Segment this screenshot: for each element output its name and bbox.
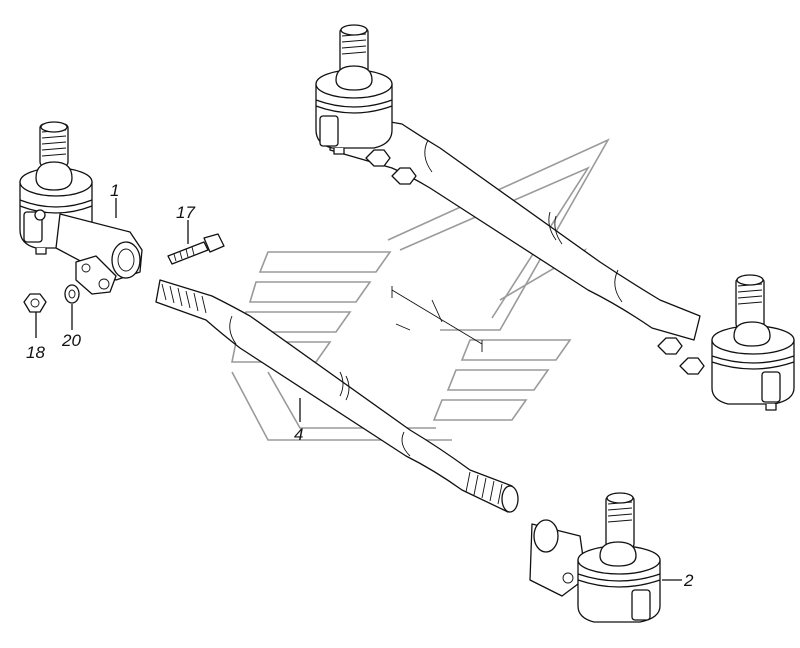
leader-lines [35, 198, 682, 581]
nut-18 [23, 293, 47, 313]
callout-labels: 1 2 4 17 18 20 [26, 181, 694, 590]
callout-17: 17 [176, 203, 195, 222]
callout-2: 2 [683, 571, 694, 590]
dimension-marks [391, 286, 483, 352]
ball-joint-2 [529, 492, 661, 623]
callout-20: 20 [61, 331, 81, 350]
watermark-logo [231, 138, 610, 441]
callout-1: 1 [110, 181, 119, 200]
bolt-17 [167, 233, 225, 265]
callout-18: 18 [26, 343, 45, 362]
upper-tie-rod-assembly [315, 24, 795, 411]
callout-4: 4 [294, 425, 303, 444]
left-ball-joint [19, 121, 143, 295]
tie-rod-4 [155, 279, 519, 513]
washer-20 [64, 284, 80, 304]
